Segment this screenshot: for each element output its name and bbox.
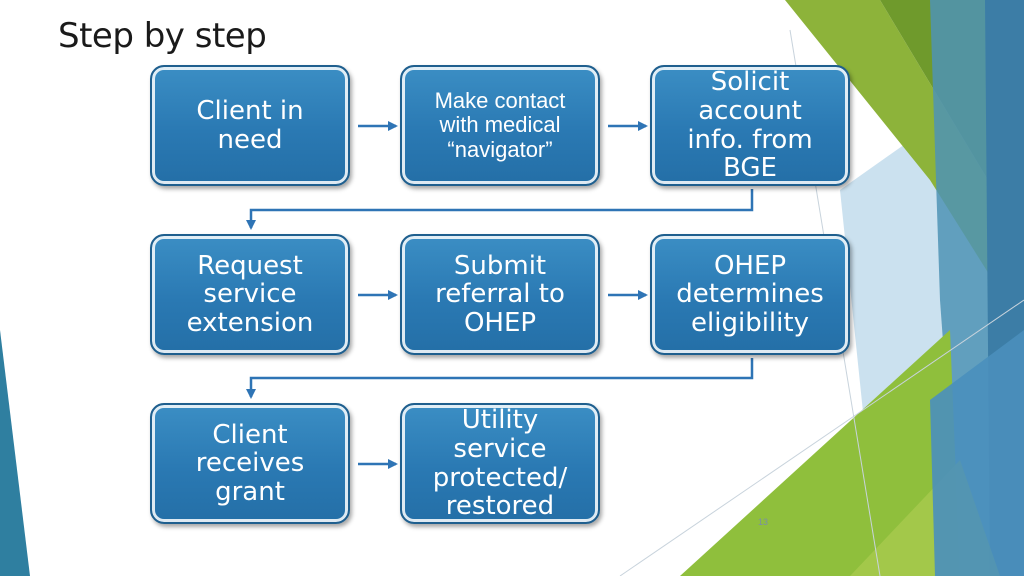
step-label: Client receives grant [195,419,305,507]
arrow-6-to-7 [246,358,754,399]
step-box-client-in-need: Client in need [150,65,350,186]
step-box-ohep-determines-eligibility: OHEP determines eligibility [650,234,850,355]
deco-blue-bottom [930,330,1024,576]
step-box-request-service-extension: Request service extension [150,234,350,355]
step-label: Utility service protected/ restored [432,405,568,522]
step-label: OHEP determines eligibility [676,250,824,338]
step-box-utility-service-restored: Utility service protected/ restored [400,403,600,524]
step-box-make-contact: Make contact with medical “navigator” [400,65,600,186]
deco-thin-line-2 [619,299,1024,576]
step-box-submit-referral: Submit referral to OHEP [400,234,600,355]
step-box-solicit-account-info: Solicit account info. from BGE [650,65,850,186]
step-label: Make contact with medical “navigator” [434,88,566,162]
step-box-client-receives-grant: Client receives grant [150,403,350,524]
step-label: Client in need [196,95,304,155]
page-number: 13 [758,517,769,527]
step-label: Solicit account info. from BGE [687,67,813,184]
slide-title: Step by step [58,16,267,56]
step-label: Submit referral to OHEP [435,250,565,338]
arrow-3-to-4 [246,189,754,230]
deco-left-sliver [0,330,30,576]
step-label: Request service extension [186,250,314,338]
